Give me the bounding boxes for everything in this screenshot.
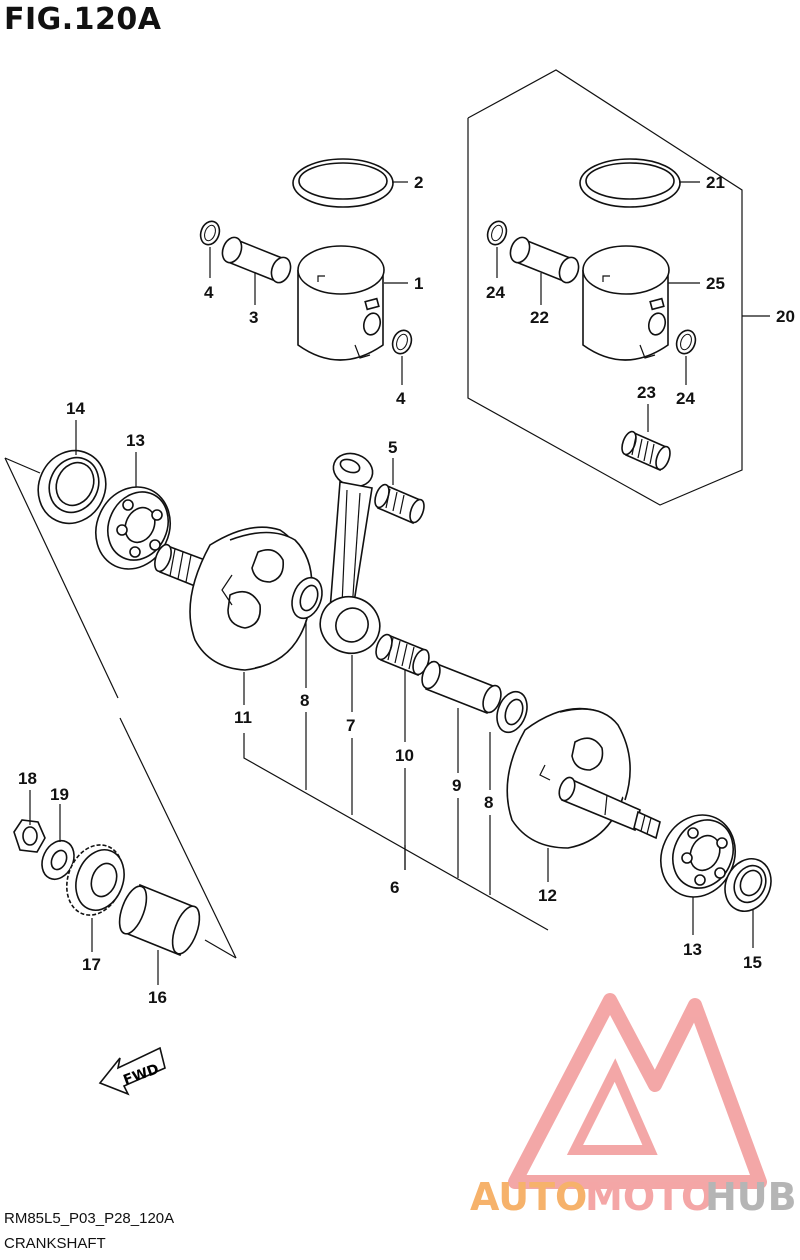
callout-13-right: 13 — [683, 940, 702, 959]
callout-numbers: 2 1 4 3 4 21 25 20 24 22 24 23 5 14 13 1… — [18, 173, 795, 1007]
piston-ring-21 — [579, 158, 681, 208]
watermark-auto: AUTO — [470, 1175, 587, 1219]
fwd-arrow-icon: FWD — [98, 1046, 166, 1096]
bearing-13-left — [95, 486, 171, 570]
connecting-rod-7 — [319, 452, 381, 655]
watermark-logo — [508, 993, 767, 1189]
gear-17 — [65, 844, 125, 916]
callout-17: 17 — [82, 955, 101, 974]
callout-1: 1 — [414, 274, 423, 293]
piston-clip-24-left — [486, 220, 508, 246]
callout-7: 7 — [346, 716, 355, 735]
needle-bearing-5 — [374, 483, 425, 525]
callout-14: 14 — [66, 399, 85, 418]
callout-12: 12 — [538, 886, 557, 905]
piston-clip-24-right — [675, 329, 697, 355]
oil-seal-14 — [37, 449, 107, 525]
callout-23: 23 — [637, 383, 656, 402]
piston-clip-4-left — [199, 220, 221, 246]
callout-22: 22 — [530, 308, 549, 327]
callout-6: 6 — [390, 878, 399, 897]
needle-bearing-10 — [375, 633, 430, 677]
watermark-hub: HUB — [705, 1175, 797, 1219]
oil-seal-15 — [724, 858, 772, 912]
callout-8-right: 8 — [484, 793, 493, 812]
callout-5: 5 — [388, 438, 397, 457]
piston-clip-4-right — [391, 329, 413, 355]
callout-9: 9 — [452, 776, 461, 795]
piston-pin-22 — [509, 236, 580, 284]
callout-10: 10 — [395, 746, 414, 765]
callout-16: 16 — [148, 988, 167, 1007]
nut-18 — [13, 819, 46, 853]
washer-19 — [41, 839, 75, 881]
callout-15: 15 — [743, 953, 762, 972]
leader-lines — [29, 181, 754, 985]
callout-2: 2 — [414, 173, 423, 192]
figure-name: CRANKSHAFT — [4, 1235, 106, 1252]
callout-3: 3 — [249, 308, 258, 327]
callout-24-right: 24 — [676, 389, 695, 408]
piston-ring-2 — [292, 158, 394, 208]
callout-19: 19 — [50, 785, 69, 804]
needle-bearing-23 — [621, 430, 671, 472]
figure-title: FIG.120A — [4, 2, 162, 37]
crank-half-11 — [154, 526, 313, 671]
callout-8-left: 8 — [300, 691, 309, 710]
callout-11: 11 — [234, 708, 252, 727]
thrust-washer-8-left — [291, 576, 323, 620]
callout-25: 25 — [706, 274, 725, 293]
crank-group-outline — [4, 457, 237, 959]
watermark-moto: MOTO — [585, 1175, 713, 1219]
piston-kit-outline — [467, 69, 770, 506]
callout-20: 20 — [776, 307, 795, 326]
crank-pin-9 — [421, 660, 502, 714]
bearing-13-right — [660, 814, 736, 898]
callout-13-left: 13 — [126, 431, 145, 450]
thrust-washer-8-right — [496, 690, 528, 734]
callout-4-right: 4 — [396, 389, 406, 408]
callout-4-left: 4 — [204, 283, 214, 302]
callout-24-left: 24 — [486, 283, 505, 302]
watermark-text: AUTO MOTO HUB — [470, 1175, 797, 1219]
piston-25 — [582, 245, 670, 361]
callout-21: 21 — [706, 173, 725, 192]
figure-code: RM85L5_P03_P28_120A — [4, 1210, 175, 1227]
crank-half-12 — [506, 707, 661, 849]
spacer-16 — [118, 883, 201, 957]
callout-18: 18 — [18, 769, 37, 788]
piston-1 — [297, 245, 385, 361]
piston-pin-3 — [221, 236, 292, 284]
